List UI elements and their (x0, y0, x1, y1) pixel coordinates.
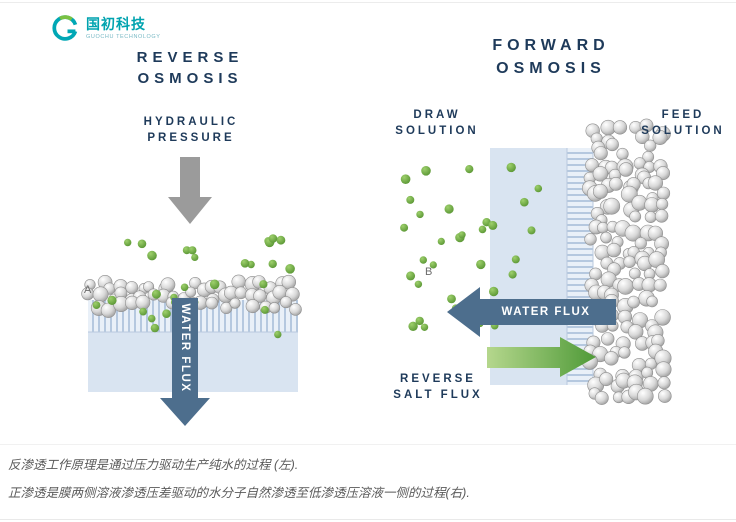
reverse-salt-flux-line2: SALT FLUX (393, 389, 483, 401)
fo-draw-region (490, 148, 567, 385)
top-divider (0, 2, 736, 3)
mid-divider (0, 444, 736, 445)
draw-solution-label: DRAW SOLUTION (395, 107, 478, 139)
caption-reverse-osmosis: 反渗透工作原理是通过压力驱动生产纯水的过程 (左). (8, 458, 299, 472)
reverse-salt-flux-line1: REVERSE (400, 373, 476, 385)
reverse-salt-flux-label: REVERSE SALT FLUX (393, 371, 482, 403)
hydraulic-pressure-label: HYDRAULIC PRESSURE (144, 114, 239, 146)
feed-solution-label: FEED SOLUTION (641, 107, 724, 139)
draw-solution-line1: DRAW (413, 109, 461, 121)
forward-osmosis-figure (400, 118, 672, 405)
fo-reverse-salt-flux-arrow (487, 337, 596, 377)
hydraulic-pressure-line2: PRESSURE (147, 132, 235, 144)
bottom-divider (0, 519, 736, 520)
logo-text: 国初科技 GUOCHU TECHNOLOGY (86, 15, 161, 40)
hydraulic-pressure-arrow (168, 157, 212, 224)
reverse-osmosis-figure (81, 157, 302, 426)
forward-osmosis-title-line2: OSMOSIS (496, 60, 606, 77)
marker-a: A (84, 284, 92, 296)
hydraulic-pressure-line1: HYDRAULIC (143, 116, 239, 128)
fo-feed-spheres (581, 118, 672, 405)
fo-water-flux-arrow (447, 287, 616, 337)
osmosis-diagram (81, 118, 672, 426)
fo-draw-solute-dots-inner (506, 162, 543, 279)
ro-water-flux-arrow (160, 298, 210, 426)
forward-osmosis-title-line1: FORWARD (492, 37, 610, 54)
logo-subtitle: GUOCHU TECHNOLOGY (86, 33, 161, 40)
feed-solution-line1: FEED (661, 109, 705, 121)
forward-osmosis-title: FORWARD OSMOSIS (492, 34, 609, 80)
ro-water-flux-text: WATER FLUX (179, 303, 191, 393)
reverse-osmosis-title: REVERSE OSMOSIS (137, 47, 244, 89)
fo-water-flux-text: WATER FLUX (501, 306, 591, 318)
draw-solution-line2: SOLUTION (395, 125, 479, 137)
feed-solution-line2: SOLUTION (641, 125, 725, 137)
reverse-osmosis-title-line2: OSMOSIS (137, 70, 243, 87)
logo-name: 国初科技 (86, 15, 146, 32)
marker-b: B (425, 266, 433, 278)
caption-forward-osmosis: 正渗透是膜两侧溶液渗透压差驱动的水分子自然渗透至低渗透压溶液一侧的过程(右). (8, 486, 470, 500)
logo-icon (52, 15, 78, 41)
company-logo: 国初科技 GUOCHU TECHNOLOGY (50, 13, 161, 43)
reverse-osmosis-title-line1: REVERSE (136, 49, 244, 66)
ro-solute-dots (92, 234, 295, 342)
